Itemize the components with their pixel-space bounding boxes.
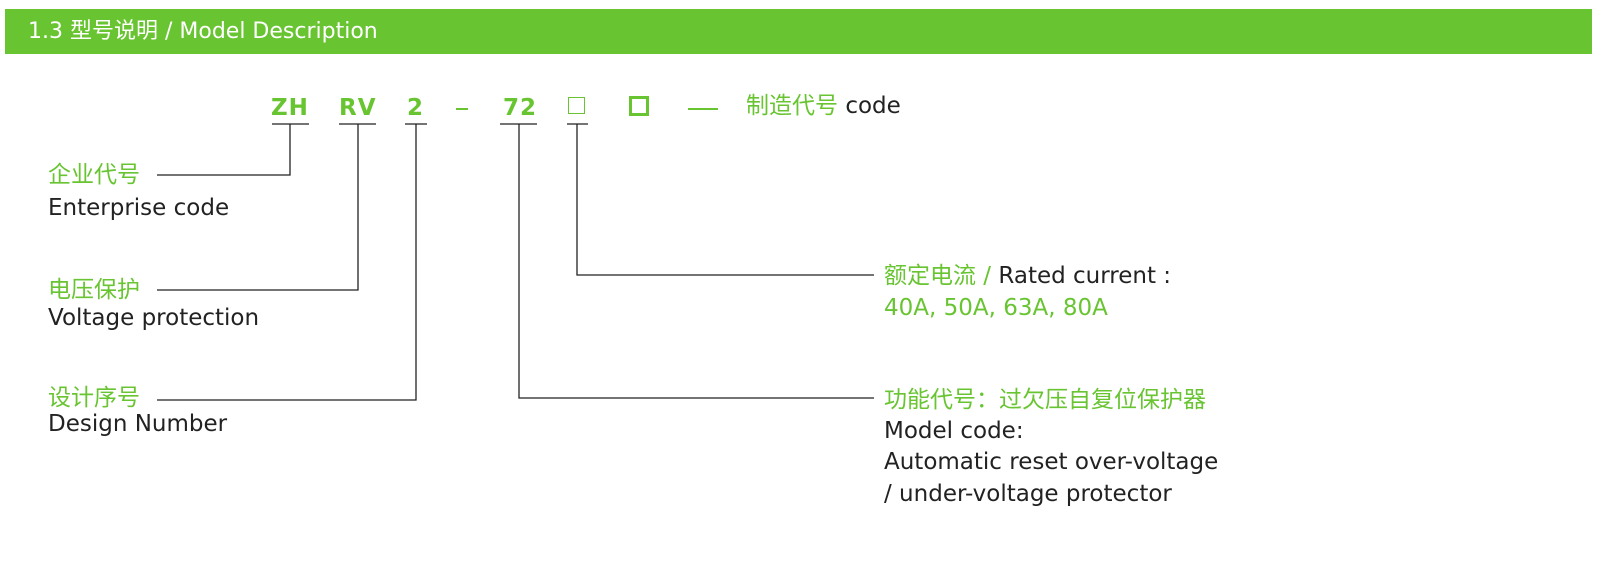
rated-current-label-cn: 额定电流 / [884,263,992,289]
code-segment-zh: ZH [271,95,309,121]
section-title: 1.3 型号说明 / Model Description [28,19,378,44]
voltage-label-en: Voltage protection [48,305,260,331]
code-segment-72: 72 [503,95,538,121]
connector-function [518,124,874,399]
code-segment-2: 2 [407,95,425,121]
connector-enterprise [157,124,291,176]
function-label-en-3: / under-voltage protector [884,481,1172,507]
manufacturing-code-placeholder-box [629,96,649,116]
enterprise-label-en: Enterprise code [48,195,230,221]
function-label-en-1: Model code: [884,418,1024,444]
design-label-en: Design Number [48,411,228,437]
code-separator-dash [456,108,468,110]
section-header-bar: 1.3 型号说明 / Model Description [5,9,1592,54]
rated-current-placeholder-box [568,97,585,114]
manufacturing-code-label-cn: 制造代号 [746,93,838,119]
enterprise-label-cn: 企业代号 [48,162,140,188]
manufacturing-code-label: 制造代号 code [746,91,901,121]
manufacturing-code-dash [688,108,718,110]
code-segment-rv: RV [339,95,377,121]
function-label-en-2: Automatic reset over-voltage [884,449,1219,475]
rated-current-values: 40A, 50A, 63A, 80A [884,295,1108,321]
design-label-cn: 设计序号 [48,385,140,411]
voltage-label-cn: 电压保护 [48,277,140,303]
manufacturing-code-label-en: code [845,93,901,119]
connector-voltage [157,124,359,291]
rated-current-label-en: Rated current : [998,263,1172,289]
connector-design [157,124,417,401]
rated-current-heading: 额定电流 / Rated current : [884,261,1171,291]
connector-rated-current [576,124,874,276]
function-label-cn: 功能代号：过欠压自复位保护器 [884,387,1206,413]
